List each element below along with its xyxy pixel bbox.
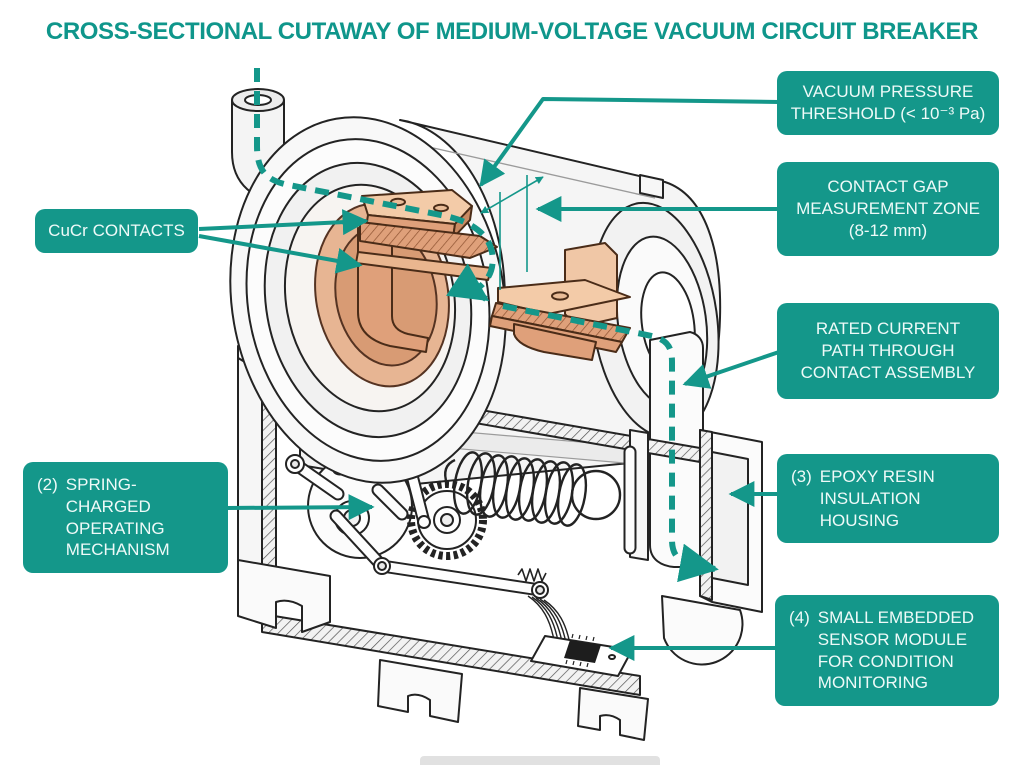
coil-spring bbox=[444, 451, 622, 527]
callout-epoxy-resin-number: (3) bbox=[791, 467, 812, 486]
callout-cucr-contacts-text: CuCr CONTACTS bbox=[48, 221, 185, 241]
current-path bbox=[254, 68, 719, 583]
callout-rated-current: RATED CURRENT PATH THROUGH CONTACT ASSEM… bbox=[777, 303, 999, 399]
gap-measurement-lines bbox=[480, 175, 544, 290]
leader-spring-mechanism bbox=[226, 494, 375, 521]
page-title: CROSS-SECTIONAL CUTAWAY OF MEDIUM-VOLTAG… bbox=[45, 18, 979, 45]
callout-sensor-module: (4) SMALL EMBEDDED SENSOR MODULE FOR CON… bbox=[775, 595, 999, 706]
leader-vacuum-pressure bbox=[479, 97, 780, 188]
callout-spring-mechanism: (2) SPRING-CHARGED OPERATING MECHANISM bbox=[23, 462, 228, 573]
current-path-arrow-mid bbox=[445, 263, 490, 302]
frame-housing bbox=[237, 335, 763, 741]
callout-sensor-module-text: SMALL EMBEDDED SENSOR MODULE FOR CONDITI… bbox=[817, 608, 974, 693]
leader-cucr-upper bbox=[198, 209, 369, 236]
footer-bar bbox=[420, 756, 660, 765]
callout-spring-mechanism-text: SPRING-CHARGED OPERATING MECHANISM bbox=[65, 475, 170, 560]
callout-contact-gap-text: CONTACT GAP MEASUREMENT ZONE (8-12 mm) bbox=[796, 177, 980, 240]
callout-epoxy-resin: (3) EPOXY RESIN INSULATION HOUSING bbox=[777, 454, 999, 544]
callout-contact-gap: CONTACT GAP MEASUREMENT ZONE (8-12 mm) bbox=[777, 162, 999, 256]
callout-sensor-module-number: (4) bbox=[789, 608, 810, 627]
callout-cucr-contacts: CuCr CONTACTS bbox=[35, 209, 198, 253]
callout-vacuum-pressure-text: VACUUM PRESSURE THRESHOLD (< 10⁻³ Pa) bbox=[790, 82, 986, 123]
lower-contact bbox=[489, 242, 631, 361]
callout-vacuum-pressure: VACUUM PRESSURE THRESHOLD (< 10⁻³ Pa) bbox=[777, 71, 999, 135]
callout-rated-current-text: RATED CURRENT PATH THROUGH CONTACT ASSEM… bbox=[800, 319, 976, 382]
callout-spring-mechanism-number: (2) bbox=[37, 475, 58, 494]
callout-leaders bbox=[198, 97, 780, 661]
leader-rated-current bbox=[682, 350, 780, 389]
cutaway-drawing bbox=[229, 88, 763, 741]
leader-cucr-lower bbox=[198, 234, 363, 274]
current-path-arrow-end bbox=[677, 543, 719, 583]
sensor-module bbox=[530, 633, 633, 677]
callout-epoxy-resin-text: EPOXY RESIN INSULATION HOUSING bbox=[819, 467, 935, 530]
